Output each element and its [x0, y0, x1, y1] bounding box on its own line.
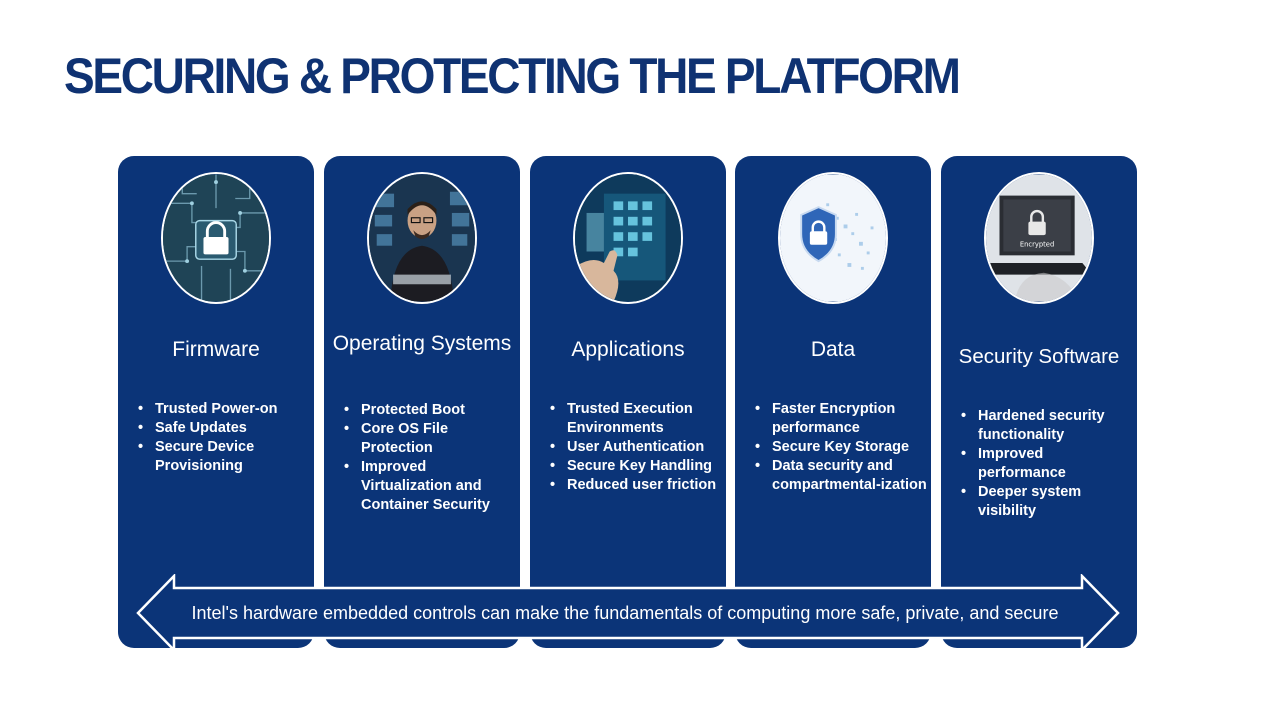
- list-item: Reduced user friction: [550, 476, 722, 495]
- list-item: Faster Encryption performance: [755, 400, 927, 438]
- card-title: Firmware: [172, 338, 260, 361]
- list-item: Secure Key Handling: [550, 457, 722, 476]
- bullet-list: Trusted Power-on Safe Updates Secure Dev…: [138, 400, 310, 476]
- card-applications: Applications Trusted Execution Environme…: [530, 156, 726, 648]
- list-item: Safe Updates: [138, 419, 310, 438]
- card-title: Data: [810, 338, 856, 361]
- list-item: Secure Device Provisioning: [138, 438, 310, 476]
- list-item: Improved performance: [961, 445, 1133, 483]
- list-item: Deeper system visibility: [961, 483, 1133, 521]
- card-security-software: Encrypted Security Software Hardened sec…: [941, 156, 1137, 648]
- bullet-list: Protected Boot Core OS File Protection I…: [344, 401, 516, 515]
- list-item: Secure Key Storage: [755, 438, 927, 457]
- card-data: Data Faster Encryption performance Secur…: [735, 156, 931, 648]
- circuit-lock-image: [161, 172, 271, 304]
- list-item: User Authentication: [550, 438, 722, 457]
- footer-arrow-text: Intel's hardware embedded controls can m…: [191, 603, 1059, 623]
- card-operating-systems: Operating Systems Protected Boot Core OS…: [324, 156, 520, 648]
- list-item: Protected Boot: [344, 401, 516, 420]
- list-item: Improved Virtualization and Container Se…: [344, 458, 516, 515]
- card-firmware: Firmware Trusted Power-on Safe Updates S…: [118, 156, 314, 648]
- shield-lock-data-image: [778, 172, 888, 304]
- bullet-list: Faster Encryption performance Secure Key…: [755, 400, 927, 495]
- card-title: Security Software: [958, 345, 1120, 368]
- bullet-list: Hardened security functionality Improved…: [961, 407, 1133, 521]
- list-item: Trusted Execution Environments: [550, 400, 722, 438]
- person-at-computer-image: [367, 172, 477, 304]
- list-item: Trusted Power-on: [138, 400, 310, 419]
- encrypted-laptop-image: Encrypted: [984, 172, 1094, 304]
- app-touchscreen-image: [573, 172, 683, 304]
- card-title: Applications: [571, 338, 685, 361]
- double-arrow-icon: [136, 574, 1120, 652]
- bullet-list: Trusted Execution Environments User Auth…: [550, 400, 722, 495]
- list-item: Core OS File Protection: [344, 420, 516, 458]
- card-title: Operating Systems: [332, 332, 512, 355]
- laptop-screen-label: Encrypted: [1020, 241, 1054, 249]
- page-title: SECURING & PROTECTING THE PLATFORM: [64, 48, 961, 104]
- list-item: Data security and compartmental-ization: [755, 457, 927, 495]
- list-item: Hardened security functionality: [961, 407, 1133, 445]
